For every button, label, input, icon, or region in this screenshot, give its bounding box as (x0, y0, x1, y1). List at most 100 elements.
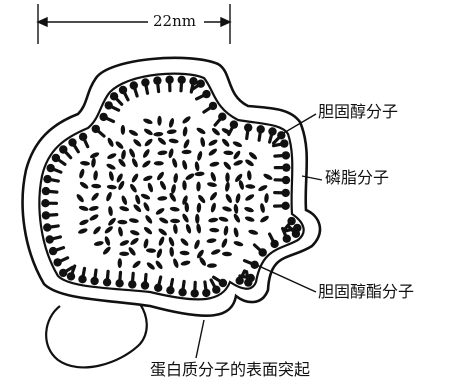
phospholipid-molecule (166, 280, 174, 295)
cholesteryl-ester-molecule (224, 181, 230, 192)
cholesteryl-ester-molecule (195, 214, 200, 224)
cholesteryl-ester-molecule (244, 206, 255, 213)
phospholipid-molecule (52, 154, 65, 165)
cholesteryl-ester-molecule (106, 152, 117, 160)
cholesteryl-ester-molecule (244, 215, 255, 222)
cholesteryl-ester-molecule (78, 205, 89, 212)
cholesteryl-ester-molecule (196, 203, 201, 213)
phospholipid-molecule (270, 234, 279, 248)
phospholipid-molecule (43, 223, 58, 231)
cholesteryl-ester-molecule (154, 161, 164, 165)
cholesteryl-ester-molecule (222, 252, 232, 257)
cholesteryl-ester-molecule (119, 205, 130, 212)
cholesteryl-ester-molecule (181, 115, 192, 125)
cholesteryl-ester-molecule (132, 138, 142, 148)
cholesteryl-ester-molecule (121, 125, 125, 135)
cholesteryl-ester-molecule (233, 204, 239, 214)
cholesteryl-ester-molecule (119, 239, 130, 247)
cholesteryl-ester-molecule (172, 258, 180, 269)
phospholipid-molecule (154, 277, 162, 292)
cholesteryl-ester-core (75, 115, 273, 271)
phospholipid-molecule (41, 199, 56, 207)
cholesteryl-ester-molecule (130, 173, 139, 184)
cholesteryl-ester-molecule (179, 250, 189, 255)
phospholipid-molecule (275, 176, 290, 184)
cholesteryl-ester-molecule (194, 171, 204, 176)
cholesteryl-ester-molecule (168, 236, 176, 247)
cholesteryl-ester-molecule (142, 117, 153, 125)
cholesteryl-ester-label: 胆固醇酯分子 (318, 284, 414, 300)
cholesteryl-ester-molecule (93, 240, 104, 247)
cholesteryl-ester-molecule (156, 171, 166, 182)
phospholipid-molecule (197, 90, 211, 99)
phospholipid-molecule (105, 101, 119, 110)
cholesteryl-ester-molecule (143, 127, 154, 136)
cholesteryl-ester-molecule (221, 138, 231, 148)
cholesteryl-ester-molecule (179, 237, 189, 247)
cholesteryl-ester-molecule (200, 137, 206, 148)
apoprotein-protrusion (46, 304, 147, 367)
scale-arrow-left (38, 18, 47, 26)
phospholipid-molecule (79, 133, 88, 147)
phospholipid-molecule (68, 138, 78, 152)
cholesteryl-ester-molecule (120, 149, 126, 160)
cholesteryl-ester-molecule (146, 261, 156, 271)
cholesteryl-ester-molecule (259, 203, 265, 214)
cholesteryl-ester-molecule (128, 148, 136, 159)
phospholipid-molecule (141, 275, 149, 290)
cholesteryl-ester-molecule (155, 207, 166, 216)
phospholipid-molecule (47, 164, 61, 172)
cholesteryl-ester-molecule (140, 193, 151, 201)
cholesteryl-ester-molecule (90, 192, 100, 202)
cholesteryl-ester-molecule (223, 150, 233, 155)
cholesteryl-ester-molecule (169, 247, 174, 257)
cholesteryl-ester-molecule (143, 137, 153, 147)
cholesteryl-ester-molecule (105, 191, 113, 202)
cholesteryl-ester-molecule (206, 238, 217, 244)
phospholipid-molecule (119, 86, 128, 100)
cholesteryl-ester-molecule (78, 168, 85, 179)
phospholipid-molecule (128, 273, 136, 288)
phospholipid-molecule (43, 175, 58, 183)
cholesteryl-ester-molecule (245, 184, 255, 189)
phospholipid-molecule (99, 113, 113, 122)
phospholipid-molecule (215, 113, 226, 126)
cholesteryl-ester-molecule (141, 159, 152, 169)
cholesteryl-ester-molecule (92, 225, 102, 235)
cholesteryl-ester-molecule (232, 140, 243, 148)
cholesteryl-ester-molecule (91, 184, 101, 189)
cholesteryl-ester-molecule (233, 227, 240, 238)
cholesteryl-ester-molecule (88, 205, 99, 212)
cholesteryl-ester-molecule (223, 225, 229, 236)
phospholipid-molecule (257, 125, 265, 140)
cholesteryl-ester-molecule (233, 240, 244, 247)
phospholipid-molecule (59, 145, 71, 157)
cholesteryl-ester-molecule (77, 227, 88, 235)
cholesteryl-ester-molecule (259, 215, 270, 224)
cholesteryl-ester-molecule (106, 163, 117, 171)
cholesteryl-ester-molecule (218, 216, 229, 223)
cholesterol-label: 胆固醇分子 (318, 104, 398, 120)
cholesteryl-ester-molecule (102, 245, 112, 255)
cholesteryl-ester-molecule (142, 174, 153, 182)
cholesteryl-ester-molecule (93, 170, 99, 180)
cholesteryl-ester-molecule (209, 227, 219, 232)
cholesteryl-ester-molecule (104, 225, 115, 235)
cholesteryl-ester-molecule (132, 203, 142, 213)
cholesteryl-ester-molecule (207, 263, 217, 268)
phospholipid-molecule (165, 76, 173, 91)
cholesteryl-ester-molecule (257, 184, 268, 192)
cholesteryl-ester-molecule (232, 150, 241, 161)
phospholipid-molecule (204, 102, 217, 112)
cholesteryl-ester-molecule (222, 161, 232, 171)
cholesteryl-ester-molecule (158, 236, 166, 247)
cholesteryl-ester-molecule (129, 217, 140, 223)
cholesteryl-ester-molecule (75, 193, 85, 203)
cholesteryl-ester-molecule (154, 260, 164, 271)
cholesteryl-ester-molecule (207, 181, 218, 187)
cholesteryl-ester-molecule (143, 226, 153, 236)
cholesteryl-ester-molecule (233, 159, 244, 167)
cholesteryl-ester-molecule (104, 236, 112, 247)
cholesteryl-ester-molecule (185, 223, 192, 234)
